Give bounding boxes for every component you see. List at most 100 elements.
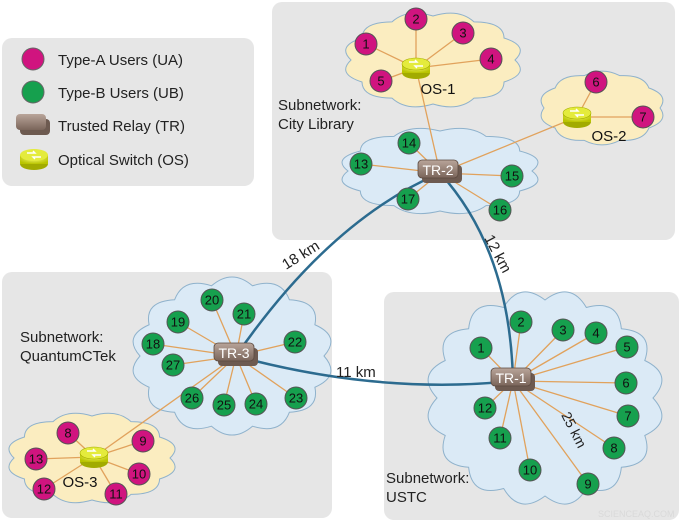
user-number: 1 — [477, 341, 484, 356]
legend-label-ua: Type-A Users (UA) — [58, 52, 183, 69]
ub-user-circle — [602, 436, 626, 460]
user-number: 15 — [505, 169, 519, 184]
ua-user-os2-2: 7 — [631, 105, 655, 129]
ua-user-circle — [56, 421, 80, 445]
ub-user-circle — [488, 198, 512, 222]
user-number: 4 — [592, 326, 599, 341]
ub-user-circle — [161, 353, 185, 377]
relay-legend-icon — [16, 114, 50, 135]
ub-user-circle — [473, 396, 497, 420]
user-number: 6 — [592, 75, 599, 90]
ub-user-circle — [614, 371, 638, 395]
ub-user-circle — [396, 187, 420, 211]
ub-user-circle — [469, 336, 493, 360]
ua-user-os3-3: 10 — [127, 462, 151, 486]
fiber-tr2-os1 — [415, 67, 441, 174]
ub-user-tr1-8: 8 — [602, 436, 626, 460]
ua-user-circle — [369, 69, 393, 93]
user-number: 26 — [185, 391, 199, 406]
ua-user-circle — [32, 477, 56, 501]
user-number: 5 — [377, 74, 384, 89]
user-number: 2 — [517, 315, 524, 330]
ua-user-circle — [127, 462, 151, 486]
ub-user-tr3-8: 25 — [212, 393, 236, 417]
ub-user-circle — [200, 288, 224, 312]
ub-user-tr3-1: 18 — [141, 332, 165, 356]
user-number: 3 — [459, 26, 466, 41]
ub-user-circle — [509, 310, 533, 334]
ub-user-tr3-7: 24 — [244, 392, 268, 416]
ub-user-tr2-3: 15 — [500, 164, 524, 188]
user-number: 27 — [166, 358, 180, 373]
switch-legend-icon — [20, 149, 48, 170]
user-number: 21 — [237, 307, 251, 322]
ub-user-tr1-7: 7 — [616, 404, 640, 428]
subnetwork-label-city-library-line1: Subnetwork: — [278, 97, 361, 114]
user-number: 19 — [171, 315, 185, 330]
ub-user-circle — [576, 472, 600, 496]
user-number: 10 — [132, 467, 146, 482]
user-number: 13 — [29, 452, 43, 467]
fiber-tr1-user-9 — [512, 380, 589, 485]
ub-user-tr2-2: 14 — [397, 131, 421, 155]
ua-user-os3-4: 11 — [104, 482, 128, 506]
user-number: 2 — [412, 12, 419, 27]
switch-top — [562, 106, 592, 120]
optical-switch-os2: OS-2 — [562, 106, 627, 145]
fiber-tr1-user-8 — [512, 380, 615, 449]
ua-user-os3-5: 12 — [32, 477, 56, 501]
subnetwork-label-city-library-line2: City Library — [278, 116, 354, 133]
relay-box — [417, 159, 459, 179]
user-number: 10 — [523, 463, 537, 478]
user-number: 4 — [487, 52, 494, 67]
ub-user-tr3-5: 22 — [283, 330, 307, 354]
switch-top — [79, 446, 109, 460]
user-number: 20 — [205, 293, 219, 308]
ub-user-tr1-11: 11 — [488, 426, 512, 450]
ub-user-tr1-1: 1 — [469, 336, 493, 360]
user-number: 9 — [139, 434, 146, 449]
ub-user-circle — [212, 393, 236, 417]
ub-user-circle — [349, 152, 373, 176]
ub-user-tr1-9: 9 — [576, 472, 600, 496]
user-number: 25 — [217, 398, 231, 413]
ub-user-circle — [584, 321, 608, 345]
ub-user-tr3-3: 20 — [200, 288, 224, 312]
ua-user-os1-5: 5 — [369, 69, 393, 93]
relay-box — [213, 342, 255, 362]
ub-user-tr3-4: 21 — [232, 302, 256, 326]
ua-user-circle — [451, 21, 475, 45]
switch-top — [401, 57, 431, 71]
ub-user-tr1-10: 10 — [518, 458, 542, 482]
ub-user-circle — [244, 392, 268, 416]
ua-user-os1-1: 1 — [354, 32, 378, 56]
switch-arrows-icon — [570, 108, 584, 118]
ub-user-tr2-5: 17 — [396, 187, 420, 211]
backbone-link-tr3-tr2 — [234, 171, 441, 357]
ua-user-os3-6: 13 — [24, 447, 48, 471]
trusted-relay-tr2: TR-2 — [417, 159, 462, 183]
user-number: 9 — [584, 477, 591, 492]
subnetwork-label-quantumctek-line1: Subnetwork: — [20, 329, 103, 346]
user-number: 5 — [623, 340, 630, 355]
legend-label-ub: Type-B Users (UB) — [58, 85, 184, 102]
backbone-link-tr2-tr1 — [439, 172, 515, 382]
user-number: 8 — [64, 426, 71, 441]
relay-label: TR-1 — [495, 370, 526, 386]
ua-user-circle — [24, 447, 48, 471]
optical-switch-os1: OS-1 — [401, 57, 456, 98]
switch-arrows-icon — [409, 59, 423, 69]
ub-user-circle — [180, 386, 204, 410]
legend-label-tr: Trusted Relay (TR) — [58, 118, 185, 135]
ub-user-circle — [488, 426, 512, 450]
ub-user-tr1-6: 6 — [614, 371, 638, 395]
switch-label: OS-2 — [591, 128, 626, 145]
subnetwork-label-ustc-line2: USTC — [386, 489, 427, 506]
ua-user-circle — [631, 105, 655, 129]
ua-user-os3-1: 8 — [56, 421, 80, 445]
ub-user-tr1-12: 12 — [473, 396, 497, 420]
switch-label: OS-3 — [62, 474, 97, 491]
user-number: 22 — [288, 335, 302, 350]
ub-user-tr1-5: 5 — [615, 335, 639, 359]
